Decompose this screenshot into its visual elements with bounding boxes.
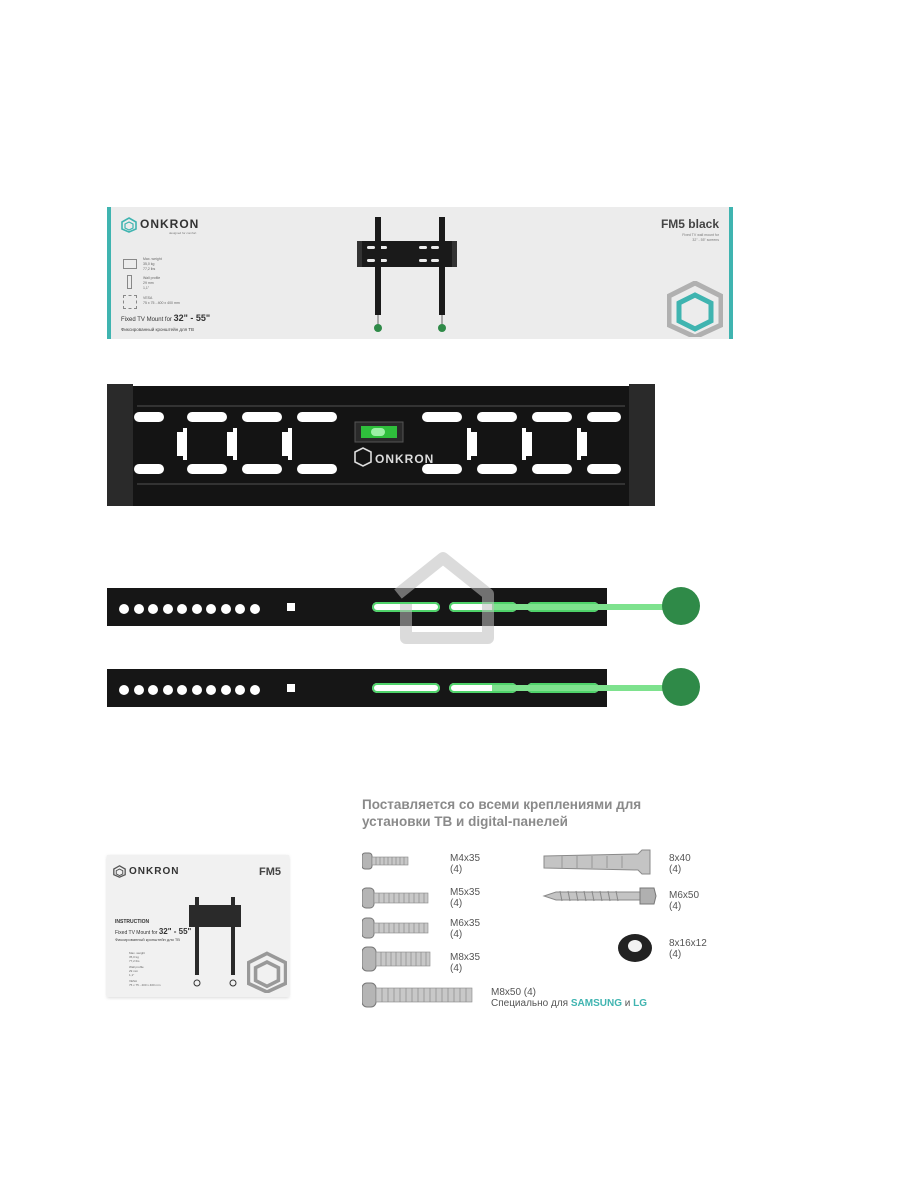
hw-label-m8x35: M8x35(4) — [450, 952, 481, 974]
plate-logo-icon — [354, 447, 372, 467]
booklet-brand: ONKRON — [129, 866, 180, 877]
plate-brand: ONKRON — [375, 452, 435, 466]
arm-holes — [119, 682, 264, 700]
booklet-model: FM5 — [259, 866, 281, 878]
booklet-mount-title: Fixed TV Mount for 32" - 55" — [115, 927, 192, 936]
hw-label-m4x35: M4x35(4) — [450, 853, 481, 875]
safety-cord-knob — [662, 587, 700, 625]
home-watermark-icon — [394, 552, 494, 644]
hw-label-8x16x12: 8x16x12(4) — [669, 938, 707, 960]
arm-holes — [119, 601, 264, 619]
hardware-title: Поставляется со всеми креплениями для ус… — [362, 797, 642, 829]
arm-slot — [372, 683, 440, 693]
arm-nub — [287, 603, 295, 611]
model-subtitle: Fixed TV wall mount for 32" - 55" screen… — [682, 233, 719, 242]
booklet-mount-ru: Фиксированный кронштейн для ТВ — [115, 937, 180, 942]
onkron-cube-graphic — [667, 281, 723, 337]
wall-anchor-8x40-image — [543, 849, 651, 875]
hw-label-8x40: 8x40(4) — [669, 853, 691, 875]
vesa-icon — [123, 295, 137, 309]
weight-icon — [123, 259, 137, 269]
hw-label-m8x50: M8x50 (4) Специально для SAMSUNG и LG — [491, 987, 648, 1009]
screw-m8x50-image — [362, 982, 473, 1008]
safety-cord — [492, 604, 667, 610]
brand-tagline: designed for comfort — [169, 231, 197, 235]
onkron-logo-icon — [121, 217, 137, 233]
hw-label-m5x35: M5x35(4) — [450, 887, 481, 909]
hw-label-m6x35: M6x35(4) — [450, 918, 481, 940]
bubble-level-icon — [354, 421, 404, 443]
screw-m8x35-image — [362, 946, 431, 972]
arm-nub — [287, 684, 295, 692]
screw-m4x35-image — [362, 852, 409, 870]
onkron-logo-icon — [113, 865, 126, 878]
mount-title: Fixed TV Mount for 32" - 55" — [121, 313, 211, 323]
booklet-instruction: INSTRUCTION — [115, 919, 150, 925]
wall-plate-image — [107, 384, 655, 506]
instruction-booklet: ONKRON FM5 INSTRUCTION Fixed TV Mount fo… — [107, 855, 289, 997]
spacer-8x16x12-image — [618, 934, 652, 962]
mount-subtitle-ru: Фиксированный кронштейн для ТВ — [121, 327, 195, 332]
mount-arm-bottom — [107, 669, 607, 707]
arm-slot — [449, 683, 517, 693]
booklet-cube-graphic — [247, 951, 287, 993]
safety-cord-knob — [662, 668, 700, 706]
screw-m6x35-image — [362, 917, 429, 939]
hw-label-m6x50: M6x50(4) — [669, 890, 700, 912]
model-name: FM5 black — [660, 217, 719, 231]
product-box-banner: ONKRON designed for comfort FM5 black Fi… — [107, 207, 733, 339]
brand-name: ONKRON — [140, 217, 200, 231]
lag-bolt-m6x50-image — [542, 887, 657, 905]
wall-profile-icon — [127, 275, 132, 289]
safety-cord — [492, 685, 667, 691]
screw-m5x35-image — [362, 887, 429, 909]
mount-product-image — [357, 217, 457, 332]
booklet-mount-image — [189, 897, 241, 987]
